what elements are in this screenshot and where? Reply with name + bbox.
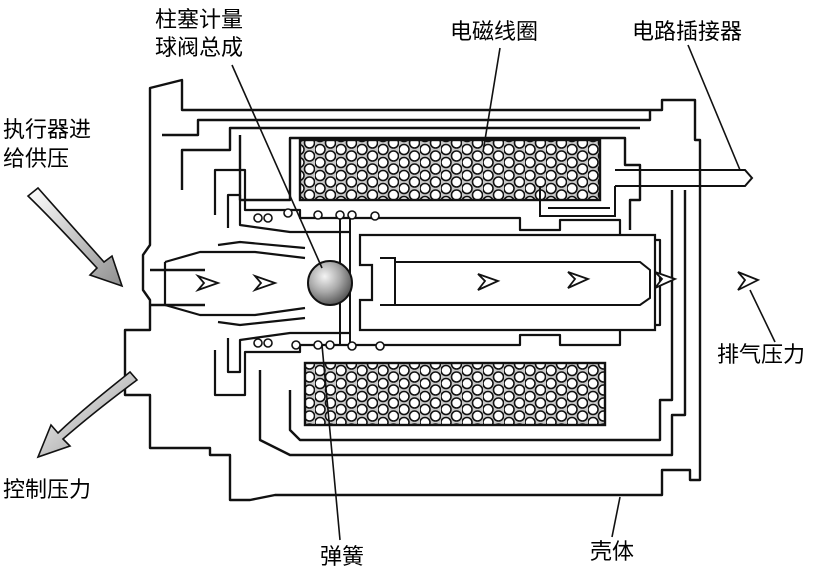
supply-arrow: [26, 186, 124, 288]
metering-ball: [307, 260, 353, 306]
label-housing: 壳体: [590, 540, 635, 565]
control-arrow: [36, 370, 139, 459]
label-plunger-ball-line1: 柱塞计量: [155, 8, 244, 33]
label-solenoid-coil: 电磁线圈: [450, 20, 539, 45]
housing-shell: [123, 78, 702, 502]
label-exhaust-pressure: 排气压力: [717, 343, 806, 368]
flow-arrows: [195, 271, 761, 292]
connector-pin: [539, 169, 754, 217]
label-supply-line1: 执行器进: [3, 118, 92, 143]
solenoid-coil-upper: [298, 138, 602, 202]
solenoid-coil-lower: [303, 361, 607, 427]
label-connector: 电路插接器: [632, 20, 743, 45]
spring-coils: [253, 208, 385, 351]
label-supply-line2: 给供压: [3, 147, 70, 172]
label-spring: 弹簧: [320, 545, 365, 570]
leader-lines: [231, 44, 776, 541]
label-control-pressure: 控制压力: [3, 478, 92, 503]
label-plunger-ball-line2: 球阀总成: [155, 36, 244, 61]
